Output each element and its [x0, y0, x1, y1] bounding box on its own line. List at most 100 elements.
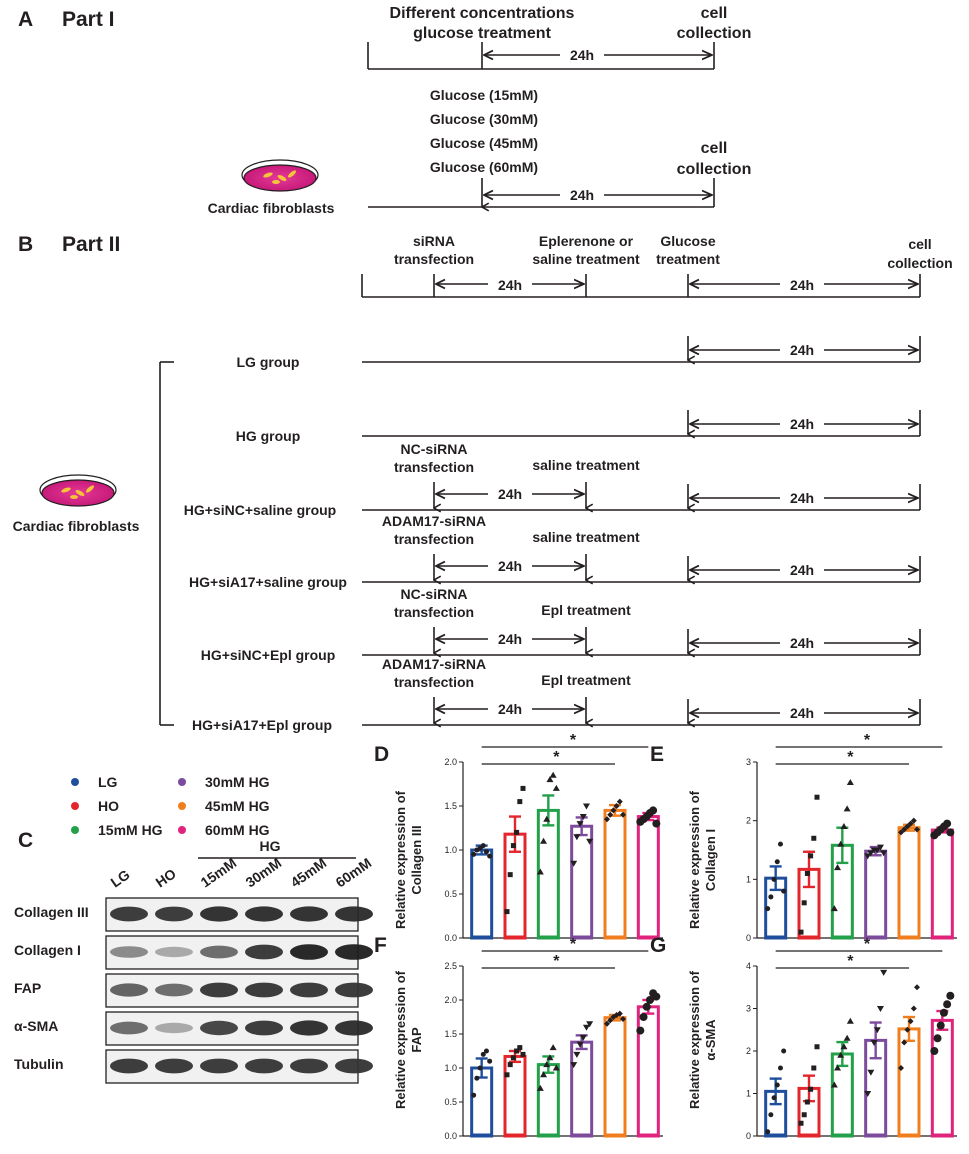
- data-point: [536, 1084, 544, 1091]
- data-point: [843, 1034, 851, 1041]
- data-point: [814, 794, 820, 800]
- data-point: [864, 853, 872, 860]
- blot-row: Collagen I: [14, 935, 373, 970]
- blot-row-label: FAP: [14, 980, 41, 996]
- duration-label-bg: [780, 341, 824, 359]
- data-point: [549, 1044, 557, 1051]
- data-point: [798, 929, 804, 935]
- blot-band: [155, 1058, 193, 1074]
- blot-row: α-SMA: [14, 1011, 373, 1046]
- duration-label: 24h: [790, 635, 814, 651]
- duration-label-3a: 24h: [498, 277, 522, 293]
- blot-lane-label: 30mM: [243, 855, 285, 891]
- transfection-duration-label: 24h: [498, 486, 522, 502]
- data-point: [570, 860, 578, 867]
- data-point: [771, 876, 777, 882]
- data-point: [616, 1010, 623, 1017]
- data-point: [768, 1112, 774, 1118]
- data-point: [846, 1017, 854, 1024]
- data-point: [811, 835, 817, 841]
- data-point: [768, 894, 774, 900]
- duration-label-bg-2: [560, 186, 604, 204]
- data-point: [904, 823, 911, 830]
- cell-label-1: cell: [701, 5, 728, 22]
- blot-band: [290, 1020, 328, 1036]
- glucose-item: Glucose (60mM): [430, 159, 538, 175]
- significance-star: *: [847, 749, 854, 766]
- data-point: [781, 888, 787, 894]
- data-point: [642, 1002, 651, 1011]
- duration-label-bg: [780, 415, 824, 433]
- duration-label: 24h: [790, 705, 814, 721]
- data-point: [901, 826, 908, 833]
- data-point: [798, 1120, 804, 1126]
- treatment-label: saline treatment: [532, 529, 640, 545]
- transfection-duration-label: 24h: [498, 631, 522, 647]
- data-point: [507, 1062, 513, 1068]
- blot-band: [290, 1058, 328, 1074]
- data-point: [543, 815, 551, 822]
- part-1-section: A Part I Different concentrations glucos…: [18, 5, 751, 216]
- bar: [503, 1054, 527, 1138]
- data-point: [510, 1055, 516, 1061]
- duration-label-bg: [780, 704, 824, 722]
- data-point: [570, 1062, 578, 1069]
- legend-label: HO: [98, 798, 119, 814]
- data-point: [946, 991, 955, 1000]
- data-point: [504, 909, 510, 915]
- data-point: [607, 811, 614, 818]
- data-point: [510, 843, 516, 849]
- data-point: [846, 779, 854, 786]
- fibroblast-label-2: Cardiac fibroblasts: [13, 518, 140, 534]
- data-point: [873, 1027, 881, 1034]
- y-tick-label: 3: [746, 757, 751, 767]
- data-point: [504, 1072, 510, 1078]
- glucose-label-line1: Glucose: [660, 233, 715, 249]
- group-name: HG+siNC+saline group: [184, 502, 336, 518]
- significance-star: *: [864, 732, 871, 749]
- data-point: [774, 859, 780, 865]
- blot-row: Tubulin: [14, 1049, 373, 1084]
- blot-band: [290, 982, 328, 998]
- y-tick-label: 0.0: [444, 1131, 457, 1141]
- bar: [470, 848, 494, 940]
- y-tick-label: 4: [746, 961, 751, 971]
- data-point: [808, 853, 814, 859]
- eplerenone-label-line2: saline treatment: [532, 251, 640, 267]
- blot-lane-label: LG: [108, 866, 133, 890]
- blot-band: [200, 906, 238, 922]
- legend-marker: [71, 778, 79, 786]
- blot-band: [245, 1058, 283, 1074]
- significance-star: *: [847, 953, 854, 970]
- blot-band: [155, 946, 193, 958]
- blot-hg-label: HG: [260, 838, 281, 854]
- y-axis-label-line1: Relative expression of: [393, 790, 408, 929]
- duration-label-bg-3b: [780, 276, 824, 294]
- part-2-title: Part II: [62, 233, 120, 256]
- y-tick-label: 3: [746, 1004, 751, 1014]
- blot-lane-label: 45mM: [288, 855, 330, 891]
- blot-band: [335, 906, 373, 922]
- blot-band: [155, 906, 193, 922]
- bar: [570, 1040, 594, 1138]
- data-point: [834, 864, 842, 871]
- data-point: [843, 805, 851, 812]
- blot-band: [155, 1022, 193, 1034]
- data-point: [840, 1043, 848, 1050]
- part-2-section: B Part II siRNA transfection Eplerenone …: [13, 233, 953, 733]
- data-point: [804, 870, 810, 876]
- duration-label-bg-3a: [488, 276, 532, 294]
- data-point: [576, 1041, 584, 1048]
- data-point: [808, 1086, 814, 1092]
- y-tick-label: 0.5: [444, 1097, 457, 1107]
- transfection-label-line1: NC-siRNA: [401, 586, 468, 602]
- transfection-duration-label-bg: [488, 485, 532, 503]
- legend-marker: [178, 826, 186, 834]
